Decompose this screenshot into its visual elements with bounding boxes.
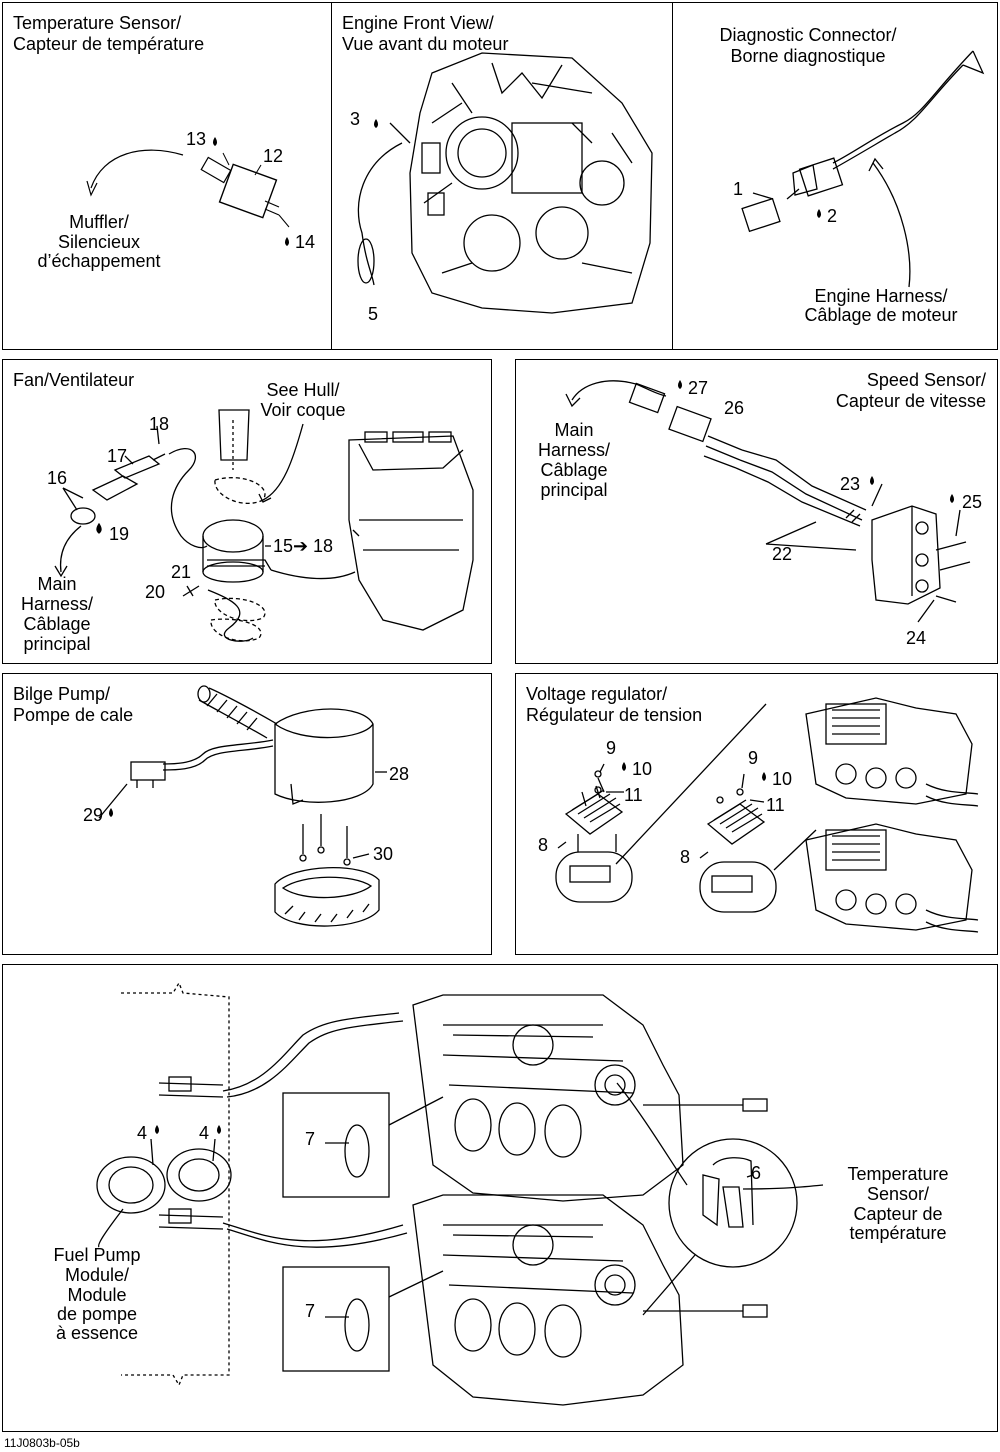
temp-sensor-label-4: température <box>849 1223 947 1243</box>
callout-8-b: 8 <box>680 847 691 867</box>
see-hull-label-1: See Hull/ <box>266 380 340 400</box>
callout-27: 27 <box>688 378 709 398</box>
fan-illustration <box>54 409 474 642</box>
panel-title-en: Voltage regulator/ <box>526 684 668 704</box>
main-harness-label-2: Harness/ <box>20 594 94 614</box>
callout-30: 30 <box>373 844 394 864</box>
panel-title-fr: Borne diagnostique <box>730 46 886 66</box>
main-harness-label-2: Harness/ <box>537 440 611 460</box>
panel-title-fr: Pompe de cale <box>13 705 134 725</box>
panel-title-en: Speed Sensor/ <box>866 370 986 390</box>
callout-28: 28 <box>389 764 410 784</box>
callout-15: 15 <box>273 536 294 556</box>
muffler-label-3: d’échappement <box>37 251 161 271</box>
callout-11-b: 11 <box>766 795 785 815</box>
callout-16: 16 <box>47 468 68 488</box>
callout-9-b: 9 <box>748 748 759 768</box>
speed-sensor-illustration <box>565 380 971 623</box>
callout-3: 3 <box>350 109 361 129</box>
callout-1: 1 <box>733 179 744 199</box>
engine-harness-label-1: Engine Harness/ <box>814 286 948 306</box>
temp-sensor-label-1: Temperature <box>847 1164 949 1184</box>
main-harness-label-4: principal <box>23 634 91 654</box>
arrow-symbol: ➔ <box>293 536 309 556</box>
bilge-pump-illustration <box>98 685 387 927</box>
callout-5: 5 <box>368 304 379 324</box>
panel-title-en: Engine Front View/ <box>342 13 494 33</box>
main-harness-label-1: Main <box>554 420 594 440</box>
fuel-pump-module-label-4: de pompe <box>56 1304 138 1324</box>
callout-4-b: 4 <box>199 1123 210 1143</box>
callout-10-b: 10 <box>772 769 793 789</box>
callout-29: 29 <box>83 805 104 825</box>
diagnostic-connector-illustration <box>741 50 985 288</box>
main-harness-label-3: Câblage <box>540 460 608 480</box>
temperature-sensor-illustration <box>86 137 290 246</box>
callout-4-a: 4 <box>137 1123 148 1143</box>
callout-11-a: 11 <box>624 785 643 805</box>
panel-title-fr: Capteur de température <box>13 34 205 54</box>
panel-fuel-pump-engines: Fuel Pump Module/ Module de pompe à esse… <box>2 964 998 1432</box>
callout-23: 23 <box>840 474 861 494</box>
fuel-pump-engines-illustration <box>96 981 824 1406</box>
muffler-label-1: Muffler/ <box>69 212 129 232</box>
callout-17: 17 <box>107 446 128 466</box>
panel-speed-sensor: Speed Sensor/ Capteur de vitesse Main Ha… <box>515 359 998 664</box>
callout-26: 26 <box>724 398 745 418</box>
callout-8-a: 8 <box>538 835 549 855</box>
engine-harness-label-2: Câblage de moteur <box>804 305 958 325</box>
callout-22: 22 <box>772 544 793 564</box>
muffler-label-2: Silencieux <box>57 232 141 252</box>
footer-code: 11J0803b-05b <box>4 1436 80 1450</box>
callout-19: 19 <box>109 524 130 544</box>
callout-24: 24 <box>906 628 927 648</box>
panel-title-en: Diagnostic Connector/ <box>719 25 897 45</box>
panel-engine-front-view: Engine Front View/ Vue avant du moteur 3… <box>331 2 673 350</box>
engine-front-illustration <box>357 52 653 314</box>
callout-18-bottom: 18 <box>313 536 334 556</box>
fuel-pump-module-label-3: Module <box>67 1285 127 1305</box>
panel-title-en: Temperature Sensor/ <box>13 13 182 33</box>
voltage-regulator-illustration <box>555 697 979 933</box>
callout-7-b: 7 <box>305 1301 316 1321</box>
fuel-pump-module-label-5: à essence <box>55 1323 139 1343</box>
callout-12: 12 <box>263 146 284 166</box>
fuel-pump-module-label-2: Module/ <box>64 1265 130 1285</box>
callout-18-top: 18 <box>149 414 170 434</box>
panel-title-fr: Vue avant du moteur <box>342 34 509 54</box>
callout-21: 21 <box>171 562 192 582</box>
main-harness-label-1: Main <box>37 574 77 594</box>
panel-fan: Fan/Ventilateur See Hull/ Voir coque Mai… <box>2 359 492 664</box>
panel-title-en: Bilge Pump/ <box>13 684 111 704</box>
callout-20: 20 <box>145 582 166 602</box>
panel-title-fr: Capteur de vitesse <box>835 391 986 411</box>
panel-bilge-pump: Bilge Pump/ Pompe de cale 28 29 30 <box>2 673 492 955</box>
callout-10-a: 10 <box>632 759 653 779</box>
main-harness-label-3: Câblage <box>23 614 91 634</box>
fuel-pump-module-label-1: Fuel Pump <box>53 1245 141 1265</box>
panel-title-fr: Régulateur de tension <box>526 705 703 725</box>
panel-title: Fan/Ventilateur <box>13 370 135 390</box>
callout-6: 6 <box>751 1163 762 1183</box>
callout-13: 13 <box>186 129 207 149</box>
panel-temperature-sensor: Temperature Sensor/ Capteur de températu… <box>2 2 332 350</box>
callout-2: 2 <box>827 206 838 226</box>
panel-voltage-regulator: Voltage regulator/ Régulateur de tension… <box>515 673 998 955</box>
see-hull-label-2: Voir coque <box>260 400 346 420</box>
temp-sensor-label-3: Capteur de <box>853 1204 943 1224</box>
temp-sensor-label-2: Sensor/ <box>866 1184 930 1204</box>
callout-9-a: 9 <box>606 738 617 758</box>
callout-14: 14 <box>295 232 316 252</box>
panel-diagnostic-connector: Diagnostic Connector/ Borne diagnostique… <box>672 2 998 350</box>
callout-7-a: 7 <box>305 1129 316 1149</box>
main-harness-label-4: principal <box>540 480 608 500</box>
callout-25: 25 <box>962 492 983 512</box>
